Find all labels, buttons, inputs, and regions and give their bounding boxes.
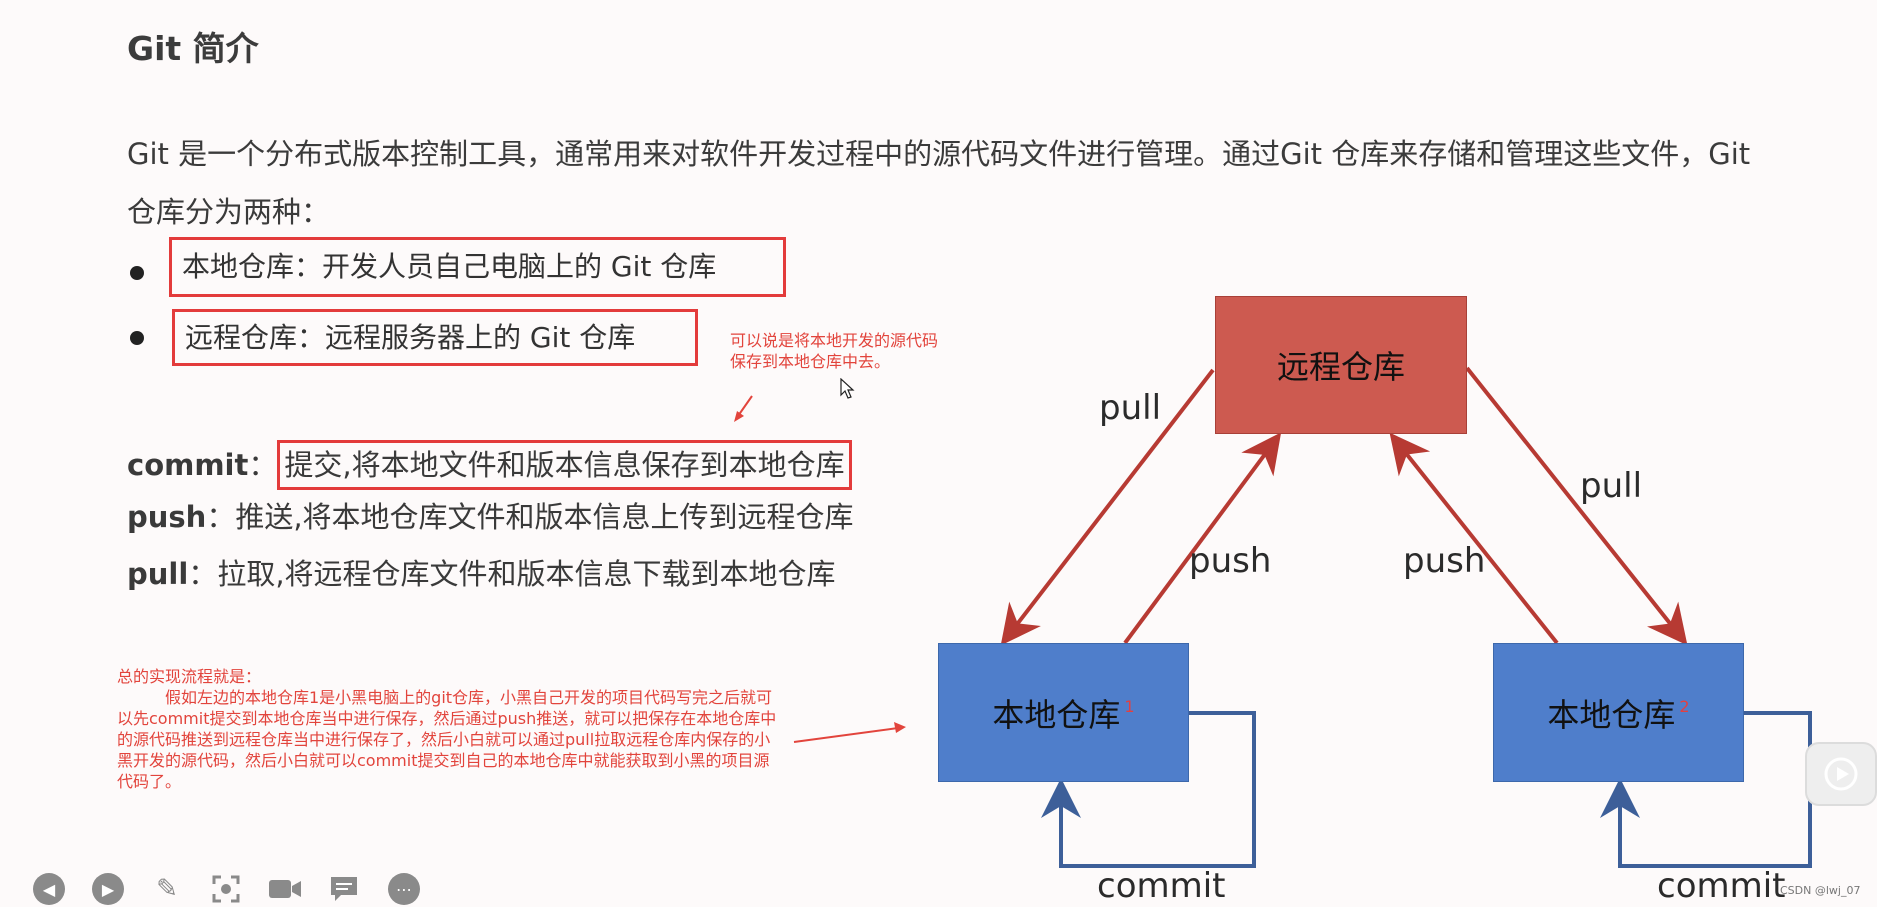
command-push: push：推送,将本地仓库文件和版本信息上传到远程仓库 <box>127 495 854 539</box>
flow-annotation-body: 假如左边的本地仓库1是小黑电脑上的git仓库，小黑自己开发的项目代码写完之后就可… <box>117 688 777 791</box>
flow-annotation: 总的实现流程就是： 假如左边的本地仓库1是小黑电脑上的git仓库，小黑自己开发的… <box>117 666 782 792</box>
commit-annotation-line: 保存到本地仓库中去。 <box>730 352 891 371</box>
commit-annotation-line: 可以说是将本地开发的源代码 <box>730 331 939 350</box>
more-icon[interactable]: ⋯ <box>388 873 420 905</box>
camera-icon[interactable] <box>268 875 302 903</box>
command-description: 拉取,将远程仓库文件和版本信息下载到本地仓库 <box>217 557 836 591</box>
pull-right-arrow <box>1465 366 1688 646</box>
intro-paragraph: Git 是一个分布式版本控制工具，通常用来对软件开发过程中的源代码文件进行管理。… <box>127 137 1751 229</box>
pull-left-arrow <box>1000 368 1215 646</box>
push-right-arrow <box>1389 432 1559 645</box>
bullet-dot <box>130 266 144 280</box>
command-description-highlight: 提交,将本地文件和版本信息保存到本地仓库 <box>277 440 852 490</box>
mouse-cursor-icon <box>840 378 855 399</box>
local-repo-2-label: 本地仓库 <box>1547 695 1676 734</box>
command-keyword: pull <box>127 557 189 591</box>
local-repo-1-index: 1 <box>1124 697 1135 716</box>
commit-left-loop <box>1041 711 1256 868</box>
local-repo-1-label: 本地仓库 <box>992 695 1121 734</box>
command-separator: ： <box>248 448 278 482</box>
push-left-arrow <box>1123 432 1282 645</box>
command-commit: commit：提交,将本地文件和版本信息保存到本地仓库 <box>127 440 852 490</box>
annotation-arrow-icon <box>734 395 753 422</box>
comment-icon[interactable] <box>327 875 361 903</box>
watermark: CSDN @lwj_07 <box>1780 884 1861 897</box>
remote-repo-box: 远程仓库 <box>1215 296 1467 434</box>
command-keyword: push <box>127 500 207 534</box>
command-separator: ： <box>188 557 218 591</box>
prev-icon[interactable]: ◀ <box>33 873 65 905</box>
pull-left-label: pull <box>1099 388 1162 428</box>
push-left-label: push <box>1189 541 1272 581</box>
next-icon[interactable]: ▶ <box>92 873 124 905</box>
commit-annotation: 可以说是将本地开发的源代码 保存到本地仓库中去。 <box>730 330 970 372</box>
command-pull: pull：拉取,将远程仓库文件和版本信息下载到本地仓库 <box>127 552 836 596</box>
screenshot-icon[interactable] <box>209 875 243 903</box>
pull-right-label: pull <box>1580 466 1643 506</box>
flow-annotation-title: 总的实现流程就是： <box>117 667 262 686</box>
pen-icon[interactable]: ✎ <box>156 874 178 904</box>
slide-title: Git 简介 <box>127 29 259 68</box>
bullet-remote-repo: 远程仓库：远程服务器上的 Git 仓库 <box>172 309 698 366</box>
command-separator: ： <box>206 500 236 534</box>
command-description: 推送,将本地仓库文件和版本信息上传到远程仓库 <box>235 500 854 534</box>
commit-right-label: commit <box>1657 866 1786 906</box>
commit-left-label: commit <box>1097 866 1226 906</box>
video-play-icon[interactable] <box>1805 742 1877 806</box>
local-repo-2-index: 2 <box>1679 697 1690 716</box>
push-right-label: push <box>1403 541 1486 581</box>
flow-arrow-icon <box>793 722 906 743</box>
commit-right-loop <box>1600 711 1812 868</box>
command-keyword: commit <box>127 448 249 482</box>
bullet-dot <box>130 331 144 345</box>
bullet-local-repo: 本地仓库：开发人员自己电脑上的 Git 仓库 <box>169 237 786 297</box>
